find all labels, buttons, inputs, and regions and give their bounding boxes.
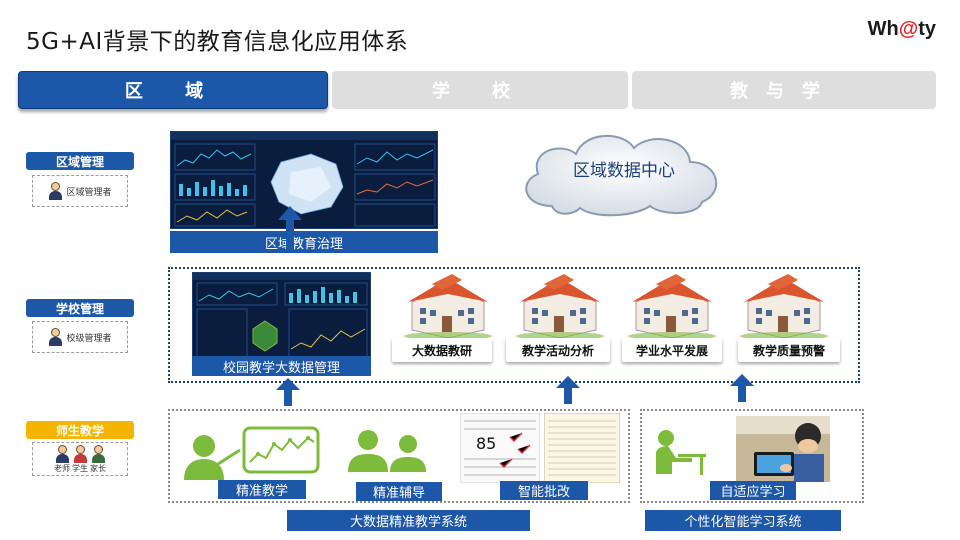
cloud-label: 区域数据中心: [573, 161, 675, 181]
teaching-item-adaptive: 自适应学习: [710, 481, 796, 500]
arrow-up-icon: [556, 376, 580, 404]
role-label-region: 区域管理: [26, 152, 134, 170]
exam-paper-icon: 85: [460, 413, 540, 483]
essay-paper-icon: [544, 413, 620, 483]
building-label-activity: 教学活动分析: [506, 338, 610, 362]
tutoring-icon: [348, 430, 426, 472]
role-person-region: 区域管理者: [66, 187, 112, 198]
arrow-up-icon: [730, 374, 754, 402]
exam-score: 85: [476, 434, 496, 453]
tab-teaching[interactable]: 教与学: [632, 71, 936, 109]
arrow-up-icon: [278, 206, 302, 250]
role-label-teaching: 师生教学: [26, 421, 134, 439]
role-person-school: 校级管理者: [66, 333, 112, 344]
parent-icon: [91, 444, 105, 463]
student-icon: [73, 444, 87, 463]
teacher-icon: [55, 444, 69, 463]
school-dashboard-caption: 校园教学大数据管理: [192, 356, 371, 376]
school-dashboard-screenshot: [192, 272, 371, 362]
teacher-board-icon: [184, 426, 320, 480]
child-tablet-photo: [736, 416, 830, 482]
role-teacher-label: 老师: [54, 463, 70, 473]
role-student-label: 学生: [72, 463, 88, 473]
teaching-item-grading: 智能批改: [500, 481, 588, 500]
region-dashboard-caption: 区域教育治理: [170, 231, 438, 253]
teaching-item-precise: 精准教学: [218, 480, 306, 499]
student-desk-icon: [656, 430, 706, 475]
page-title: 5G+AI背景下的教育信息化应用体系: [26, 29, 409, 55]
teaching-frame-left: [168, 409, 630, 503]
teaching-frame-right: [640, 409, 864, 503]
region-dashboard-screenshot: [170, 131, 438, 229]
role-box-teaching: 老师 学生 家长: [32, 442, 128, 476]
brand-logo: Wh@ty: [867, 18, 936, 40]
system-personalized-learning: 个性化智能学习系统: [645, 510, 841, 531]
teaching-item-tutoring: 精准辅导: [356, 482, 442, 501]
person-icon: [48, 182, 63, 200]
school-frame: [168, 267, 860, 383]
cloud-icon: 区域数据中心: [525, 135, 718, 217]
role-parent-label: 家长: [90, 463, 106, 473]
role-box-school: 校级管理者: [32, 321, 128, 353]
tab-school[interactable]: 学 校: [332, 71, 628, 109]
building-label-achievement: 学业水平发展: [622, 338, 722, 362]
tab-region[interactable]: 区 域: [18, 71, 328, 109]
school-building-icon: [516, 274, 604, 340]
arrow-up-icon: [276, 378, 300, 406]
school-building-icon: [628, 274, 716, 340]
school-building-icon: [740, 274, 828, 340]
system-precise-teaching: 大数据精准教学系统: [287, 510, 530, 531]
school-building-icon: [404, 274, 492, 340]
building-label-quality: 教学质量预警: [738, 338, 840, 362]
role-box-region: 区域管理者: [32, 175, 128, 207]
person-icon: [48, 328, 63, 346]
role-label-school: 学校管理: [26, 299, 134, 317]
building-label-research: 大数据教研: [392, 338, 492, 362]
